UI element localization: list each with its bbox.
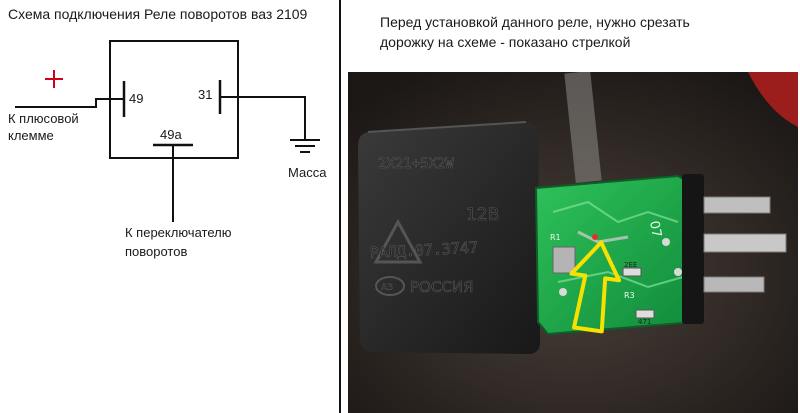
plus-terminal-label-line2: клемме <box>8 128 54 143</box>
yellow-arrow-icon <box>569 240 622 334</box>
relay-voltage-text: 12В <box>466 205 499 225</box>
relay-pin <box>703 196 771 214</box>
pin-31-label: 31 <box>198 87 213 102</box>
relay-country-text: РОССИЯ <box>410 278 473 296</box>
resistor-471 <box>635 309 655 319</box>
switch-label-line2: поворотов <box>125 244 188 259</box>
pcb-component <box>552 246 576 274</box>
relay-rating-text: 2X21+5X2W <box>378 156 454 172</box>
ground-icon <box>290 139 320 153</box>
resistor-2ee <box>622 267 642 277</box>
diagram-title: Схема подключения Реле поворотов ваз 210… <box>8 6 308 22</box>
wire-ground <box>220 96 306 140</box>
wiring-diagram <box>15 40 320 222</box>
instruction-line-1: Перед установкой данного реле, нужно сре… <box>380 14 690 30</box>
instruction-note: Перед установкой данного реле, нужно сре… <box>380 12 690 52</box>
wire-plus <box>15 98 124 108</box>
pin-49a-label: 49a <box>160 127 182 142</box>
switch-label-line1: К переключателю <box>125 225 232 240</box>
relay-pin <box>703 233 787 253</box>
instruction-line-2: дорожку на схеме - показано стрелкой <box>380 34 631 50</box>
ground-label: Масса <box>288 165 327 180</box>
relay-housing: 2X21+5X2W 12В РАЛД.07.3747 АЗ РОССИЯ <box>358 121 540 354</box>
pin-49-label: 49 <box>129 91 144 106</box>
relay-photo: 2X21+5X2W 12В РАЛД.07.3747 АЗ РОССИЯ R1 … <box>348 72 798 413</box>
relay-pcb: R1 R3 2EE 471 07 <box>534 174 696 336</box>
pcb-r3-label: R3 <box>624 291 635 300</box>
vertical-divider <box>339 0 341 413</box>
hazard-triangle-icon <box>373 218 423 264</box>
relay-pin <box>703 276 765 293</box>
plus-terminal-label-line1: К плюсовой <box>8 111 79 126</box>
pcb-471-label: 471 <box>638 318 651 326</box>
pcb-r1-label: R1 <box>550 233 561 242</box>
relay-connector <box>682 174 704 324</box>
pcb-07-label: 07 <box>646 220 664 239</box>
pcb-2ee-label: 2EE <box>624 261 637 269</box>
relay-logo-icon <box>375 276 405 296</box>
relay-logo-text: АЗ <box>381 283 393 293</box>
plus-icon <box>45 70 63 88</box>
cut-point-marker <box>592 234 598 240</box>
